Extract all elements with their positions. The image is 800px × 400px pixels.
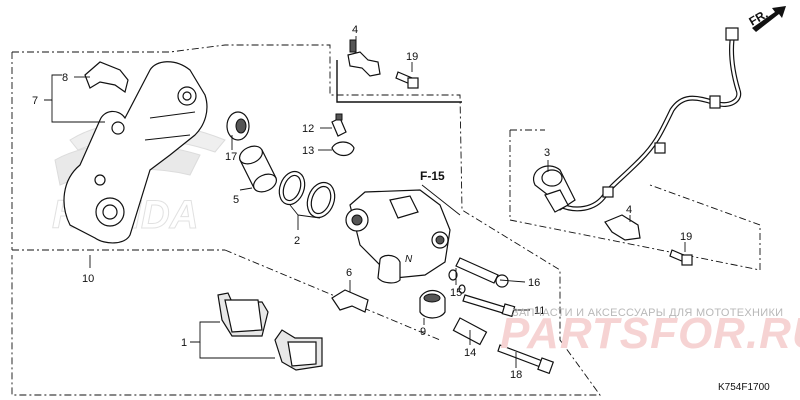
callout-19-lower: 19 <box>680 231 692 243</box>
section-ref-label: F-15 <box>420 169 445 183</box>
callout-17: 17 <box>225 151 237 163</box>
small-washer <box>458 284 466 294</box>
callouts: 8 7 10 17 5 2 12 13 F-15 6 1 9 15 16 11 … <box>32 24 692 381</box>
callout-13: 13 <box>302 145 314 157</box>
watermark-logo: PARTSFOR.RU <box>500 309 800 358</box>
wheel-speed-sensor <box>532 165 576 213</box>
callout-14: 14 <box>464 347 476 359</box>
callout-1: 1 <box>181 337 187 349</box>
callout-8: 8 <box>62 72 68 84</box>
caliper-bracket <box>63 61 208 244</box>
pad-spring <box>331 289 369 313</box>
clamp-bolt-top <box>395 71 419 89</box>
callout-2: 2 <box>294 235 300 247</box>
brake-pads <box>217 292 323 371</box>
slide-pin <box>455 257 509 288</box>
bleeder-screw <box>331 113 347 137</box>
callout-7: 7 <box>32 95 38 107</box>
cable-clamp-top <box>347 39 381 77</box>
sensor-frame <box>509 130 761 271</box>
caliper-body: N <box>345 189 451 284</box>
caliper-piston <box>239 145 277 193</box>
callout-18: 18 <box>510 369 522 381</box>
assembly-frame <box>11 44 601 396</box>
callout-11: 11 <box>534 305 545 317</box>
callout-10: 10 <box>82 273 94 285</box>
sensor-clamp <box>604 214 641 241</box>
callout-4-lower: 4 <box>626 204 632 216</box>
leader-lines <box>44 36 686 368</box>
frame-diagonal <box>224 249 441 341</box>
callout-19-top: 19 <box>406 51 418 63</box>
watermark-tagline: ЗАПЧАСТИ И АКСЕССУАРЫ ДЛЯ МОТОТЕХНИКИ <box>512 307 783 319</box>
callout-15: 15 <box>450 287 462 299</box>
caliper-bolt <box>497 344 555 375</box>
piston-seals <box>278 170 336 219</box>
callout-9: 9 <box>420 326 426 338</box>
pad-pin <box>462 294 516 318</box>
callout-5: 5 <box>233 194 239 206</box>
figure-code: K754F1700 <box>718 382 770 393</box>
bleeder-cap <box>331 141 355 157</box>
front-direction-label: FR. <box>747 7 771 29</box>
clamp-box <box>336 60 462 103</box>
front-direction-arrow: FR. <box>747 6 786 32</box>
small-o-ring <box>448 269 458 281</box>
abs-sensor-cable <box>558 27 742 212</box>
slide-pin-boot <box>419 289 446 319</box>
nissin-mark: N <box>405 254 413 265</box>
callout-12: 12 <box>302 123 314 135</box>
pin-boot <box>226 111 250 141</box>
callout-3: 3 <box>544 147 550 159</box>
clamp-bolt-lower <box>669 249 693 266</box>
callout-16: 16 <box>528 277 540 289</box>
pad-retainer-clip <box>84 61 129 93</box>
callout-4-top: 4 <box>352 24 358 36</box>
callout-6: 6 <box>346 267 352 279</box>
